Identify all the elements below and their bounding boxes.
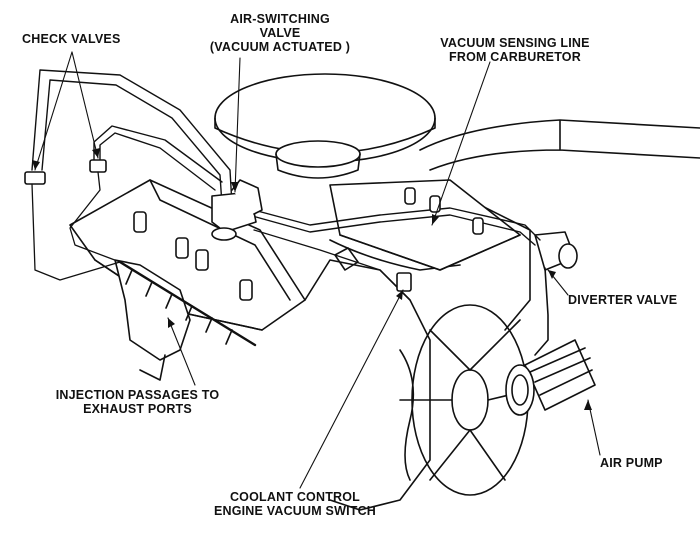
leader-arrowheads	[32, 148, 592, 410]
intake-duct	[419, 119, 700, 171]
air-pump	[505, 339, 596, 416]
label-vacuum-line1: VACUUM SENSING LINE	[440, 36, 590, 50]
leader-lines	[34, 51, 601, 489]
label-air-switching-line1: AIR-SWITCHING	[230, 12, 330, 26]
air-cleaner	[214, 73, 436, 179]
label-injection-line2: EXHAUST PORTS	[83, 402, 192, 416]
label-vacuum-line2: FROM CARBURETOR	[449, 50, 581, 64]
label-injection-line1: INJECTION PASSAGES TO	[55, 388, 220, 402]
label-injection-passages: INJECTION PASSAGES TO EXHAUST PORTS	[40, 388, 235, 416]
rear-valve-cover	[329, 179, 521, 271]
label-check-valves: CHECK VALVES	[22, 32, 121, 46]
valve-posts	[133, 187, 484, 301]
diverter-valve	[534, 231, 578, 356]
injection-tubes	[31, 171, 411, 301]
label-vacuum-sensing-line: VACUUM SENSING LINE FROM CARBURETOR	[420, 36, 610, 64]
label-air-pump: AIR PUMP	[600, 456, 663, 470]
label-coolant-line2: ENGINE VACUUM SWITCH	[213, 504, 377, 518]
label-air-switching-line2: VALVE	[259, 26, 301, 40]
label-coolant-control-switch: COOLANT CONTROL ENGINE VACUUM SWITCH	[200, 490, 390, 518]
exhaust-manifold	[114, 259, 257, 381]
air-switching-valve	[211, 179, 263, 241]
label-diverter-valve: DIVERTER VALVE	[568, 293, 678, 307]
label-air-switching-line3: (VACUUM ACTUATED )	[209, 40, 351, 54]
coolant-vacuum-switch	[396, 272, 412, 292]
label-air-switching-valve: AIR-SWITCHING VALVE (VACUUM ACTUATED )	[195, 12, 365, 54]
label-coolant-line1: COOLANT CONTROL	[229, 490, 361, 504]
